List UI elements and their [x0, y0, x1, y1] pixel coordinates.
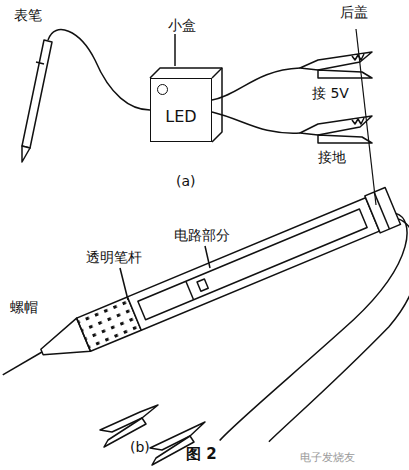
leader-line	[120, 268, 128, 300]
figure-label: (b)	[130, 440, 150, 455]
wire	[212, 112, 300, 133]
terminal-label: 接 5V	[312, 86, 349, 101]
part-label: 螺帽	[10, 300, 38, 315]
box-edge	[150, 68, 222, 142]
leader-line	[174, 34, 176, 66]
leader-line	[205, 246, 210, 268]
alligator-clip	[300, 116, 372, 143]
watermark: 电子发烧友	[300, 452, 355, 464]
pen-assembly	[0, 184, 409, 470]
wire	[212, 68, 300, 100]
part-label: 后盖	[340, 5, 368, 20]
led-indicator	[157, 84, 168, 95]
terminal-label: 接地	[318, 150, 346, 165]
part-label: 表笔	[14, 8, 42, 23]
probe-pen	[22, 30, 150, 162]
part-label: 透明笔杆	[86, 250, 142, 265]
box-node: 小盒LED	[150, 78, 212, 142]
box-heading: 小盒	[168, 17, 196, 35]
figure-caption: 图 2	[186, 446, 217, 463]
leader-line	[356, 29, 376, 205]
part-label: 电路部分	[174, 228, 230, 243]
figure-label: (a)	[176, 174, 196, 189]
box-text: LED	[165, 107, 196, 126]
